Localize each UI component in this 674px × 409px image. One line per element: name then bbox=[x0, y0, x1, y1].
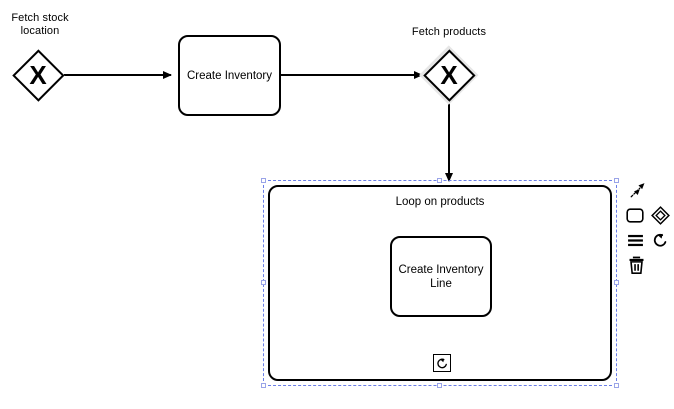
context-pad-append-gateway-icon[interactable] bbox=[648, 203, 672, 227]
gateway-fetch-stock-location[interactable]: X bbox=[11, 48, 65, 102]
loop-marker-icon bbox=[433, 354, 451, 372]
task-label: Create Inventory Line bbox=[398, 263, 484, 290]
task-label: Create Inventory bbox=[186, 69, 272, 82]
task-create-inventory[interactable]: Create Inventory bbox=[178, 35, 281, 116]
context-pad-delete-icon[interactable] bbox=[623, 253, 647, 277]
context-pad-append-task-icon[interactable] bbox=[623, 203, 647, 227]
resize-handle-se[interactable] bbox=[614, 383, 619, 388]
resize-handle-e[interactable] bbox=[614, 280, 619, 285]
selection-outline bbox=[263, 180, 617, 386]
context-pad-change-type-icon[interactable] bbox=[623, 228, 647, 252]
resize-handle-sw[interactable] bbox=[261, 383, 266, 388]
subprocess-title: Loop on products bbox=[395, 196, 485, 208]
context-pad-connect-icon[interactable] bbox=[623, 178, 647, 202]
resize-handle-n[interactable] bbox=[437, 178, 442, 183]
subprocess-loop-on-products[interactable]: Loop on products Create Inventory Line bbox=[268, 185, 612, 381]
context-pad-loop-icon[interactable] bbox=[648, 228, 672, 252]
gateway-label-fetch-stock-location: Fetch stock location bbox=[11, 12, 69, 37]
task-create-inventory-line[interactable]: Create Inventory Line bbox=[390, 236, 492, 317]
gateway-diamond-shape bbox=[11, 48, 65, 102]
gateway-label-fetch-products: Fetch products bbox=[411, 26, 487, 38]
gateway-diamond-shape bbox=[422, 48, 476, 102]
context-pad[interactable] bbox=[623, 178, 672, 277]
resize-handle-w[interactable] bbox=[261, 280, 266, 285]
gateway-fetch-products[interactable]: X bbox=[422, 48, 476, 102]
resize-handle-nw[interactable] bbox=[261, 178, 266, 183]
resize-handle-ne[interactable] bbox=[614, 178, 619, 183]
resize-handle-s[interactable] bbox=[437, 383, 442, 388]
